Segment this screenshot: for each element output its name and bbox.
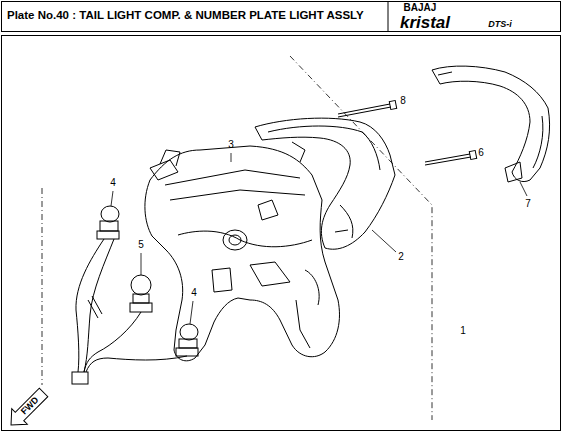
callout-number: 4: [110, 178, 116, 188]
leader-line: [111, 153, 527, 324]
bulb: [97, 206, 198, 356]
brand-name: BAJAJ: [404, 3, 437, 13]
callout-number: 6: [478, 148, 484, 158]
callout-number: 4: [191, 288, 197, 298]
header-frame: [2, 2, 561, 32]
screw: [338, 101, 477, 165]
callout-number: 1: [460, 326, 466, 336]
model-variant: DTS-i: [488, 20, 512, 29]
plate-frame: [2, 36, 561, 431]
wire-harness: [72, 239, 187, 384]
callout-number: 7: [525, 199, 531, 209]
centre-line: [42, 188, 43, 385]
direction-mark: FWD: [20, 396, 41, 417]
callout-number: 8: [400, 96, 406, 106]
header-divider: [388, 2, 389, 31]
callout-number: 5: [138, 240, 144, 250]
callout-number: 3: [228, 140, 234, 150]
plate-title: Plate No.40 : TAIL LIGHT COMP. & NUMBER …: [7, 10, 364, 22]
fwd-arrow: [3, 385, 51, 432]
tail-lamp-lens: [255, 118, 395, 249]
tail-light-housing: [145, 146, 340, 361]
assembly-line: [290, 56, 432, 420]
number-plate-bracket: [432, 66, 550, 182]
model-name: kristal: [400, 14, 450, 31]
callout-number: 2: [398, 252, 404, 262]
